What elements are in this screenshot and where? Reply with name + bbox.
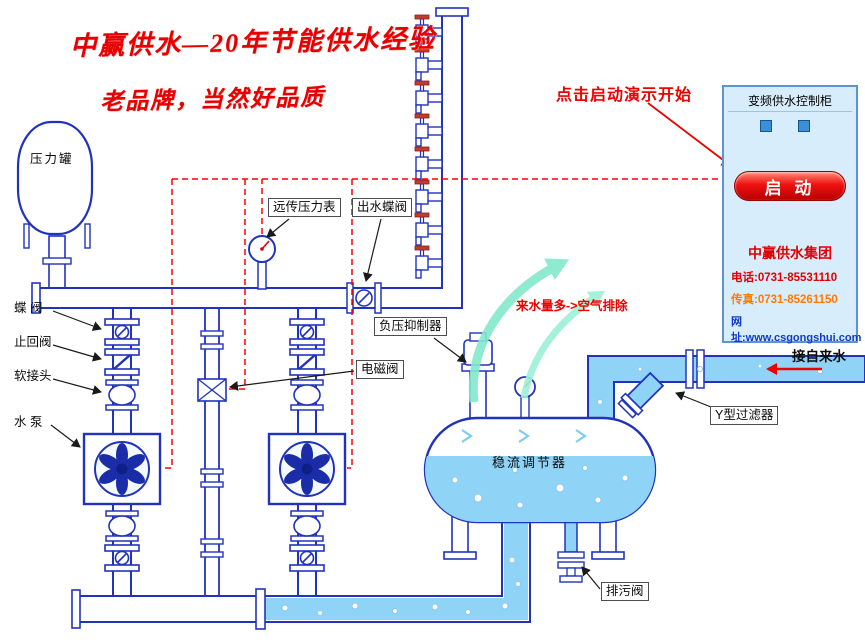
start-button[interactable]: 启 动 — [734, 171, 846, 201]
air-exhaust-arrows — [468, 258, 606, 403]
faucet-icon — [414, 212, 443, 246]
main-title: 中赢供水—20年节能供水经验 — [69, 24, 437, 61]
label-outlet-valve: 出水蝶阀 — [352, 198, 413, 217]
label-solenoid-valve: 电磁阀 — [356, 360, 404, 379]
faucet-icon — [414, 245, 443, 279]
air-exhaust-note: 来水量多->空气排除 — [516, 299, 628, 313]
drain-valve-icon — [557, 513, 585, 583]
phone-line: 电话:0731-85531110 — [731, 272, 838, 284]
control-cabinet: 变频供水控制柜 启 动 中赢供水集团 电话:0731-85531110 传真:0… — [722, 85, 862, 344]
label-check-valve: 止回阀 — [14, 335, 52, 349]
butterfly-valve-icon — [104, 544, 140, 572]
label-leader-arrows — [50, 218, 717, 590]
water-bubbles — [281, 363, 823, 616]
indicator-light-2 — [798, 120, 810, 132]
main-outlet-pipe — [31, 7, 469, 314]
solenoid-valve-icon — [197, 378, 227, 402]
flex-joint-icon — [105, 510, 139, 542]
fax-line: 传真:0731-85261150 — [731, 294, 838, 306]
flow-regulator-tank-icon — [423, 416, 657, 524]
tank-legs — [443, 513, 625, 560]
check-valve-icon — [103, 347, 141, 377]
pump-column-2 — [197, 307, 227, 597]
cabinet-title: 变频供水控制柜 — [747, 94, 832, 108]
pump-icon — [82, 432, 162, 506]
label-vacuum-suppressor: 负压抑制器 — [374, 317, 447, 336]
label-pressure-tank: 压力罐 — [30, 152, 74, 166]
butterfly-valve-icon — [289, 544, 325, 572]
pump-column-1 — [82, 307, 162, 597]
label-flow-regulator: 稳流调节器 — [492, 455, 568, 470]
flex-joint-icon — [105, 379, 139, 411]
sub-title: 老品牌，当然好品质 — [99, 84, 326, 115]
faucet-icon — [414, 113, 443, 147]
label-butterfly-valve: 蝶 阀 — [14, 301, 43, 315]
butterfly-valve-icon — [104, 318, 140, 346]
flex-joint-icon — [290, 379, 324, 411]
company-name: 中赢供水集团 — [748, 245, 832, 261]
faucet-icon — [414, 80, 443, 114]
label-flex-joint: 软接头 — [14, 369, 52, 383]
label-pump: 水 泵 — [14, 415, 43, 429]
annotation-arrows-red — [647, 102, 822, 375]
outlet-butterfly-valve-icon — [346, 282, 382, 314]
check-valve-icon — [288, 347, 326, 377]
label-drain-valve: 排污阀 — [601, 582, 649, 601]
flex-joint-icon — [290, 510, 324, 542]
label-y-filter: Y型过滤器 — [710, 406, 779, 425]
pump-icon — [267, 432, 347, 506]
click-start-hint: 点击启动演示开始 — [556, 87, 693, 104]
faucet-icon — [414, 146, 443, 180]
butterfly-valve-icon — [289, 318, 325, 346]
label-remote-gauge: 远传压力表 — [268, 198, 341, 217]
website-line: 网址:www.csgongshui.com — [731, 316, 862, 344]
indicator-light-1 — [760, 120, 772, 132]
pump-column-3 — [267, 307, 347, 597]
remote-pressure-gauge-icon — [248, 235, 276, 290]
faucet-icon — [414, 179, 443, 213]
y-filter-icon — [617, 371, 665, 419]
pressure-tank-icon — [16, 120, 94, 291]
cabinet-divider — [728, 111, 852, 112]
label-tap-water: 接自来水 — [792, 349, 846, 364]
